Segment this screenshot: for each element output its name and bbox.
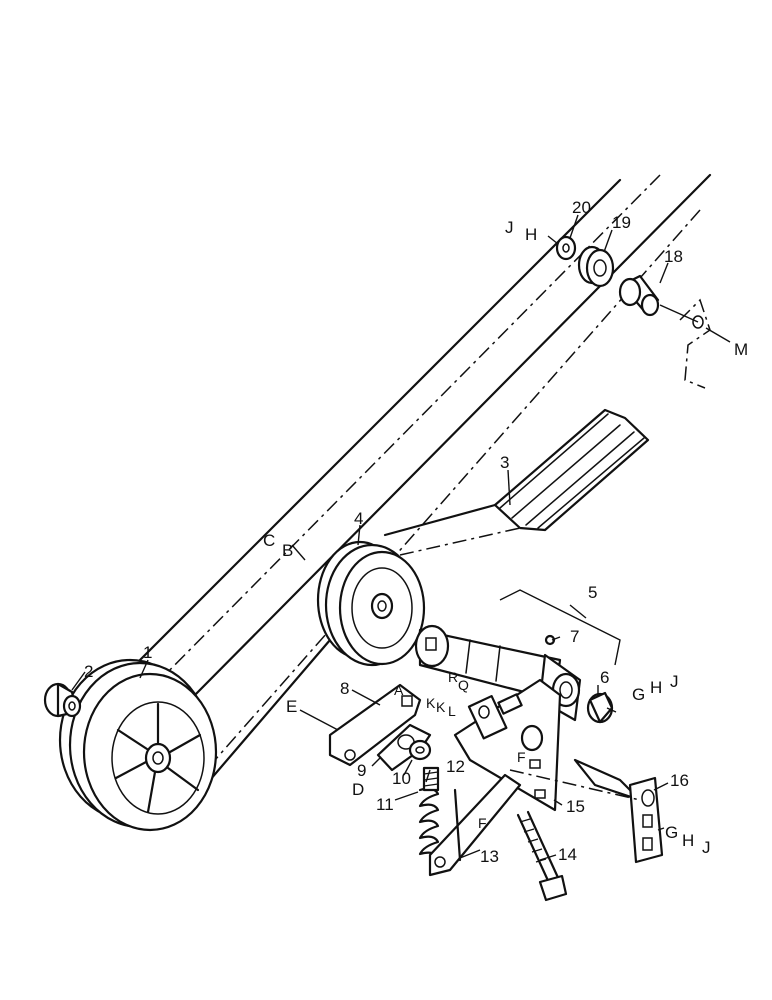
bracket-m-outline bbox=[659, 298, 711, 389]
belt-lower-line bbox=[208, 638, 332, 782]
v-belt-section bbox=[383, 408, 650, 556]
label-r: R bbox=[448, 669, 458, 685]
callout-labels: 1 2 3 4 5 6 7 8 9 10 11 12 13 14 15 16 1… bbox=[84, 198, 748, 866]
label-h-top: H bbox=[525, 225, 537, 244]
label-c: C bbox=[263, 531, 275, 550]
label-12: 12 bbox=[446, 757, 465, 776]
label-4: 4 bbox=[354, 509, 363, 528]
label-j-upper: J bbox=[670, 672, 679, 691]
label-k2: K bbox=[436, 699, 446, 715]
label-g-lower: G bbox=[665, 823, 678, 842]
label-11: 11 bbox=[376, 795, 394, 814]
label-9: 9 bbox=[357, 761, 366, 780]
centerline-c bbox=[149, 174, 661, 691]
label-2: 2 bbox=[84, 662, 93, 681]
plate-8 bbox=[328, 683, 422, 767]
washer-20 bbox=[555, 235, 577, 261]
label-l: L bbox=[448, 703, 456, 719]
lever-13 bbox=[428, 773, 522, 877]
label-18: 18 bbox=[664, 247, 683, 266]
label-e: E bbox=[286, 697, 297, 716]
label-f-upper: F bbox=[517, 749, 526, 765]
label-1: 1 bbox=[143, 643, 152, 662]
label-f-lower: F bbox=[478, 815, 487, 831]
label-3: 3 bbox=[500, 453, 509, 472]
bearing-19 bbox=[577, 245, 615, 288]
pulley-medium bbox=[316, 540, 426, 667]
label-g-upper: G bbox=[632, 685, 645, 704]
callout-5-bracket bbox=[499, 589, 621, 666]
label-b: B bbox=[282, 541, 293, 560]
label-8: 8 bbox=[340, 679, 349, 698]
label-16: 16 bbox=[670, 771, 689, 790]
label-j-lower: J bbox=[702, 838, 711, 857]
mounting-bracket-15 bbox=[453, 678, 562, 812]
belt-outer-line bbox=[118, 178, 622, 682]
spacer-18 bbox=[618, 274, 660, 317]
label-h-upper: H bbox=[650, 678, 662, 697]
pin-16 bbox=[509, 758, 664, 864]
label-5: 5 bbox=[588, 583, 597, 602]
label-10: 10 bbox=[392, 769, 411, 788]
label-13: 13 bbox=[480, 847, 499, 866]
label-k1: K bbox=[426, 695, 436, 711]
label-14: 14 bbox=[558, 845, 577, 864]
label-m: M bbox=[734, 340, 748, 359]
bushing-6 bbox=[586, 691, 614, 724]
label-6: 6 bbox=[600, 668, 609, 687]
spring-11 bbox=[418, 787, 440, 860]
end-cap bbox=[43, 682, 82, 718]
label-7: 7 bbox=[570, 627, 579, 646]
belt-inner-line bbox=[188, 173, 712, 702]
label-19: 19 bbox=[612, 213, 631, 232]
pulley-large bbox=[58, 658, 218, 832]
bolt-14 bbox=[516, 810, 568, 902]
belt-lines bbox=[118, 173, 712, 782]
label-a: A bbox=[394, 682, 404, 698]
label-h-lower: H bbox=[682, 831, 694, 850]
bolt-12 bbox=[422, 766, 440, 792]
label-j-top: J bbox=[505, 218, 514, 237]
label-d: D bbox=[352, 780, 364, 799]
label-q: Q bbox=[458, 677, 469, 693]
nut-10 bbox=[408, 739, 432, 761]
label-15: 15 bbox=[566, 797, 585, 816]
label-20: 20 bbox=[572, 198, 591, 217]
leader-lines bbox=[71, 214, 731, 861]
